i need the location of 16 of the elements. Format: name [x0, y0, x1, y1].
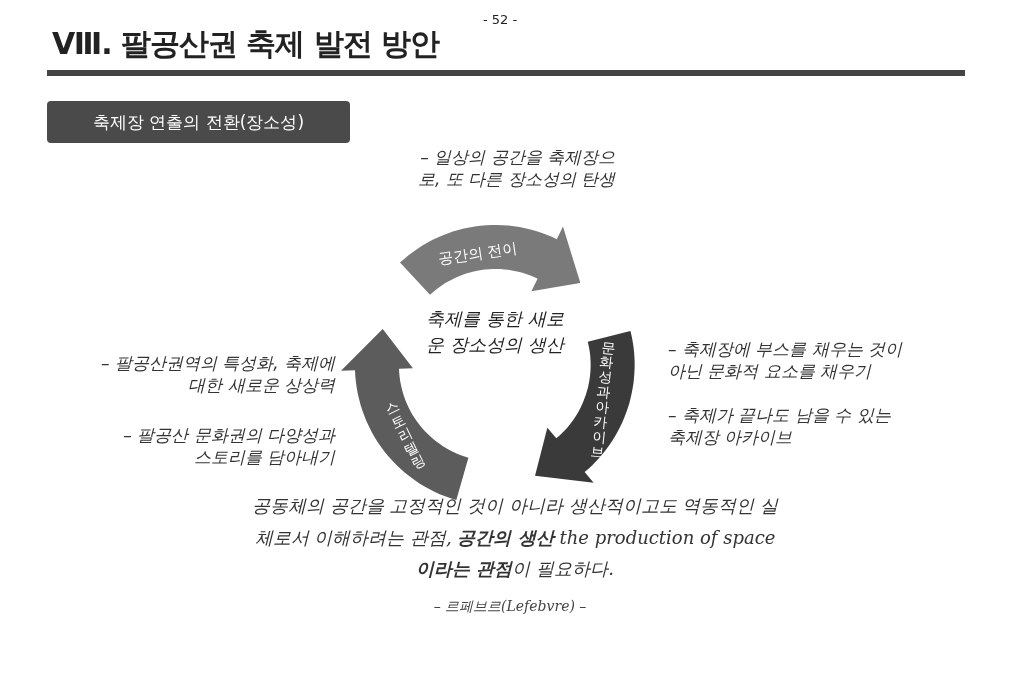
- header-text: 축제장 연출의 전환(장소성): [92, 110, 305, 134]
- arrow-label: 공간의 전이: [437, 240, 519, 268]
- quote-text: 공동체의 공간을 고정적인 것이 아니라 생산적이고도 역동적인 실체로서 이해하려는 관점, 공간의 생산 the production of space 이라는 관점이 필요하다.: [250, 494, 780, 581]
- caption-text: – 일상의 공간을 축제장으로, 또 다른 장소성의 탄생: [416, 146, 615, 191]
- caption-text: – 팔공산 문화권의 다양성과 스토리를 담아내기: [122, 424, 335, 469]
- quote-attribution: – 르페브르(Lefebvre) –: [432, 598, 588, 616]
- center-text: 축제를 통한 새로운 장소성의 생산: [425, 307, 567, 358]
- caption-text: – 축제가 끝나도 남을 수 있는 축제장 아카이브: [668, 404, 892, 449]
- page-title: Ⅷ. 팔공산권 축제 발전 방안: [52, 25, 440, 63]
- section-header-bar: [47, 101, 350, 143]
- caption-text: – 팔공산권역의 특성화, 축제에 대한 새로운 상상력: [99, 352, 335, 397]
- arrow-label: 스토리텔링: [382, 398, 429, 473]
- arrow-label: 문화성과 아카이브: [589, 339, 618, 461]
- caption-text: – 축제장에 부스를 채우는 것이 아닌 문화적 요소를 채우기: [668, 338, 904, 383]
- page-number: - 52 -: [481, 12, 519, 27]
- curved-arrow: [399, 225, 580, 295]
